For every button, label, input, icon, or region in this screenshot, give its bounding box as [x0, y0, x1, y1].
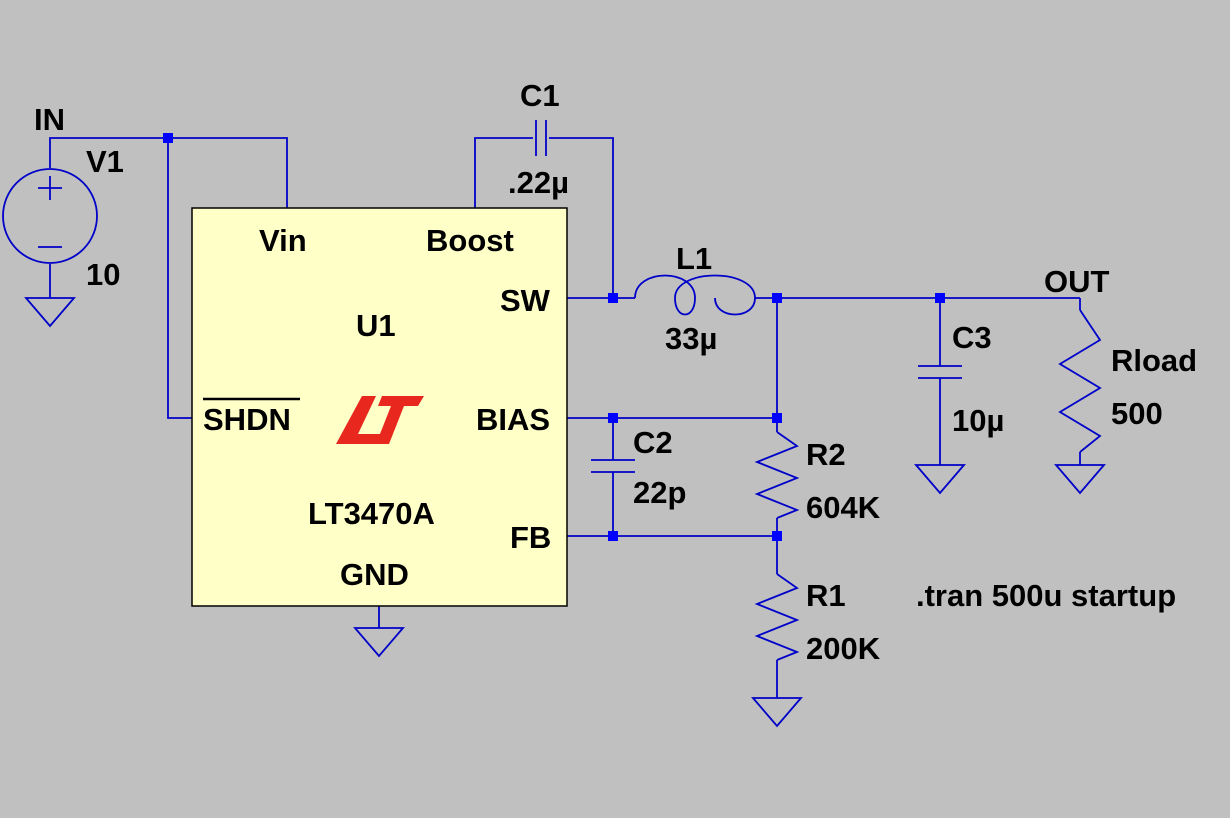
c3-capacitor-icon: [918, 365, 962, 379]
junctions: [163, 133, 945, 541]
r2-value[interactable]: 604K: [806, 490, 881, 525]
c2-name[interactable]: C2: [633, 425, 673, 460]
net-label-out: OUT: [1044, 264, 1110, 299]
c3-name[interactable]: C3: [952, 320, 992, 355]
ground-icon-r1: [751, 697, 803, 728]
voltage-source-icon: [2, 168, 98, 264]
r1-resistor-icon: [754, 573, 800, 661]
u1-pin-sw: SW: [500, 283, 551, 318]
rload-name[interactable]: Rload: [1111, 343, 1197, 378]
ground-symbols: [24, 297, 1106, 728]
ground-icon-c3: [914, 464, 966, 495]
r2-resistor-icon: [754, 431, 800, 519]
v1-value[interactable]: 10: [86, 257, 120, 292]
u1-part[interactable]: LT3470A: [308, 496, 435, 531]
ground-icon-rload: [1054, 464, 1106, 495]
wires: [49, 137, 1081, 698]
u1-pin-shdn: SHDN: [203, 402, 291, 437]
spice-directive[interactable]: .tran 500u startup: [916, 578, 1176, 613]
u1-pin-gnd: GND: [340, 557, 409, 592]
r1-name[interactable]: R1: [806, 578, 846, 613]
u1-pin-bias: BIAS: [476, 402, 550, 437]
ground-icon-v1: [24, 297, 76, 328]
rload-resistor-icon: [1058, 309, 1102, 453]
junction-dot: [608, 413, 618, 423]
r1-value[interactable]: 200K: [806, 631, 881, 666]
c3-value[interactable]: 10µ: [952, 403, 1004, 438]
c2-value[interactable]: 22p: [633, 475, 686, 510]
u1-ic-body[interactable]: [191, 207, 568, 607]
net-label-in: IN: [34, 102, 65, 137]
c1-value[interactable]: .22µ: [508, 165, 569, 200]
ground-icon-u1: [353, 627, 405, 658]
junction-dot: [608, 293, 618, 303]
junction-dot: [163, 133, 173, 143]
u1-pin-vin: Vin: [259, 223, 307, 258]
lt-logo-icon: [336, 396, 424, 444]
c1-capacitor-icon: [535, 120, 547, 156]
u1-pin-boost: Boost: [426, 223, 514, 258]
c2-capacitor-icon: [591, 459, 635, 473]
v1-name[interactable]: V1: [86, 144, 124, 179]
u1-name[interactable]: U1: [356, 308, 396, 343]
rload-value[interactable]: 500: [1111, 396, 1163, 431]
junction-dot: [608, 531, 618, 541]
v1-source: [2, 168, 98, 264]
l1-name[interactable]: L1: [676, 241, 712, 276]
junction-dot: [772, 413, 782, 423]
junction-dot: [772, 293, 782, 303]
junction-dot: [935, 293, 945, 303]
u1-pin-fb: FB: [510, 520, 551, 555]
r2-name[interactable]: R2: [806, 437, 846, 472]
l1-inductor-icon: [634, 274, 756, 316]
l1-value[interactable]: 33µ: [665, 321, 717, 356]
junction-dot: [772, 531, 782, 541]
c1-name[interactable]: C1: [520, 78, 560, 113]
